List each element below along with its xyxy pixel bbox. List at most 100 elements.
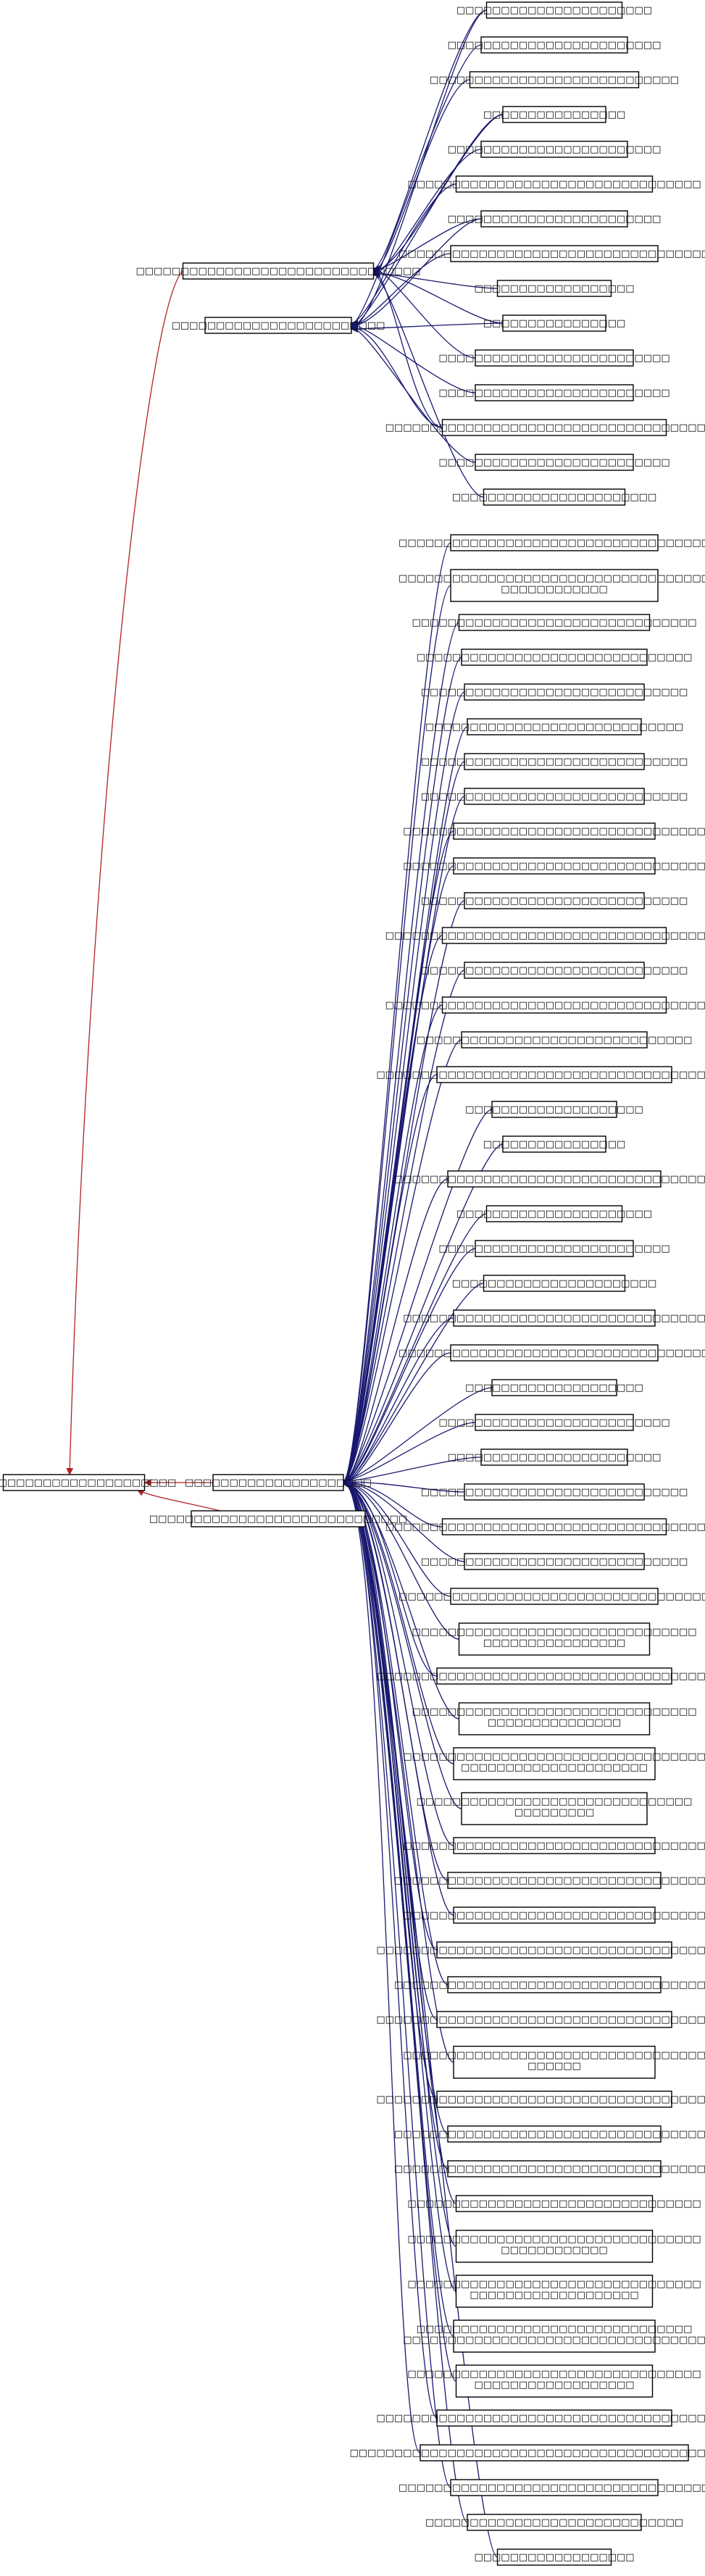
- node-upper-leaf[interactable]: □□□□□□□□□□□□□□□□□□□□□□□□: [448, 36, 662, 54]
- node-upper-leaf[interactable]: □□□□□□□□□□□□□□□□□□□□□□□: [452, 488, 657, 506]
- node-upper-leaf[interactable]: □□□□□□□□□□□□□□□□□□: [474, 280, 635, 297]
- edge-lower-member: [343, 1074, 438, 1485]
- node-lower-leaf[interactable]: □□□□□□□□□□□□□□□□□□□□□□□□□□□□□□□□□□□□□□□□…: [412, 1702, 697, 1735]
- node-lower-leaf[interactable]: □□□□□□□□□□□□□□□□□□□□□□□□□□□□□□□□□□□□□□□□…: [412, 1622, 697, 1656]
- node-lower-leaf[interactable]: □□□□□□□□□□□□□□□□□□□□□□□□□□□□□□□□□□□□□□: [385, 927, 705, 944]
- node-lower-leaf[interactable]: □□□□□□□□□□□□□□□□□□□□□□□□□□□□□□: [421, 892, 688, 909]
- node-lower-leaf-box: [453, 857, 656, 875]
- edge-upper-member: [372, 79, 470, 275]
- node-lower-leaf-label: □□□□□□□□□□□□□□□□□□□□□□□□□□□□□□□: [417, 1035, 693, 1046]
- node-lower-leaf[interactable]: □□□□□□□□□□□□□□□□□□□□□□□□□□□□□□: [421, 1553, 688, 1570]
- node-lower-leaf[interactable]: □□□□□□□□□□□□□□□□□□: [474, 2548, 635, 2566]
- node-sibling[interactable]: □□□□□□□□□□□□□□□□□□□□□□□□□□□□□: [149, 1510, 407, 1527]
- node-lower-leaf[interactable]: □□□□□□□□□□□□□□□□□□□□□□□□□□□□□□□□□□□□□□□□: [376, 1941, 705, 1959]
- node-upper-leaf-label: □□□□□□□□□□□□□□□□□□□□□□□: [452, 492, 657, 503]
- node-upper-leaf-box: [480, 141, 628, 158]
- node-upper-leaf[interactable]: □□□□□□□□□□□□□□□□□□□□□□□□□□: [438, 384, 670, 401]
- node-lower-leaf[interactable]: □□□□□□□□□□□□□□□□□□□□□□□□□□□□□□□□□□□: [399, 1344, 705, 1362]
- node-upper-leaf[interactable]: □□□□□□□□□□□□□□□□: [483, 314, 626, 332]
- node-lower-leaf[interactable]: □□□□□□□□□□□□□□□□□□□□□□□: [452, 1275, 657, 1292]
- node-lower-leaf[interactable]: □□□□□□□□□□□□□□□□□□□□□□□□□□□□□□: [421, 1483, 688, 1501]
- node-lower-leaf[interactable]: □□□□□□□□□□□□□□□□□□□□□□□□□□□□□□□□□□□□□□□□…: [349, 2444, 705, 2462]
- node-lower-leaf[interactable]: □□□□□□□□□□□□□□□□□□□□□□: [456, 1205, 652, 1222]
- node-lower-leaf[interactable]: □□□□□□□□□□□□□□□□□□□□□□□□□□□□□□: [421, 753, 688, 770]
- node-upper-leaf[interactable]: □□□□□□□□□□□□□□□□□□□□□□□□: [448, 210, 662, 228]
- node-hub[interactable]: □□□□□□□□□□□□□□□□□□□□□: [185, 1474, 372, 1491]
- node-upper-leaf[interactable]: □□□□□□□□□□□□□□□□□□□□□□□□□□□□□□□□□□□: [399, 245, 705, 262]
- node-lower-leaf-label: □□□□□□□□□□□□□□□□□□□□□□□□: [448, 1452, 662, 1463]
- node-lower-leaf[interactable]: □□□□□□□□□□□□□□□□□□□□□□□□□□□□□□□□□□□□□□: [385, 996, 705, 1014]
- node-upper-leaf[interactable]: □□□□□□□□□□□□□□□□□□□□□□□□□□□□: [430, 71, 679, 88]
- node-lower-leaf[interactable]: □□□□□□□□□□□□□□□□□□□□□□□□□□: [438, 1240, 670, 1257]
- node-lower-leaf[interactable]: □□□□□□□□□□□□□□□□□□□□□□□□□□□□□□□□□□□□□□□□…: [403, 2319, 705, 2353]
- node-hub-label: □□□□□□□□□□□□□□□□□□□□□: [185, 1477, 372, 1488]
- node-lower-leaf[interactable]: □□□□□□□□□□□□□□□□□□□□□□□□□□□□□□□□□□□□: [394, 1872, 705, 1889]
- edge-lower-member: [343, 1477, 454, 1916]
- node-root[interactable]: □□□□□□□□□□□□□□□□□□□□□□□: [0, 1474, 176, 1491]
- node-lower-leaf[interactable]: □□□□□□□□□□□□□□□□□□□□□□□□□□□□□□□□□□□□□□□□…: [407, 2275, 701, 2308]
- node-lower-leaf[interactable]: □□□□□□□□□□□□□□□□□□□□□□□□□□: [438, 1414, 670, 1431]
- node-lower-leaf[interactable]: □□□□□□□□□□□□□□□□□□□□□□□□□□□□□□□□□□□□: [394, 2160, 705, 2177]
- node-upper-leaf[interactable]: □□□□□□□□□□□□□□□□□□□□□□□□□□: [438, 349, 670, 367]
- edge-lower-member: [343, 1317, 454, 1488]
- node-lower-leaf[interactable]: □□□□□□□□□□□□□□□□□□□□□□□□□□□□□□□□□□□□□□□□…: [399, 569, 705, 602]
- node-upper-leaf[interactable]: □□□□□□□□□□□□□□□□□□□□□□: [456, 1, 652, 19]
- node-lower-leaf[interactable]: □□□□□□□□□□□□□□□□□□□□□□□□□□□□□□□□□□□□□□□□: [376, 1667, 705, 1685]
- edge-lower-member: [343, 1248, 476, 1487]
- node-upper-leaf[interactable]: □□□□□□□□□□□□□□□□□□□□□□□□□□: [438, 454, 670, 471]
- node-lower-leaf[interactable]: □□□□□□□□□□□□□□□□□□□□□□□□□□□□□□□□□□: [403, 1906, 705, 1924]
- node-lower-leaf[interactable]: □□□□□□□□□□□□□□□□□□□□□□□□□□□□□□□□□□□□□□□□: [376, 1066, 705, 1083]
- node-upper-leaf-box: [496, 280, 612, 297]
- node-lower-leaf[interactable]: □□□□□□□□□□□□□□□□□□□□□□□□□□□□□□□□□□□□□□□□: [376, 2011, 705, 2028]
- node-lower-leaf[interactable]: □□□□□□□□□□□□□□□□□□□□□□□□□□□□□□□: [417, 1031, 693, 1049]
- node-lower-leaf[interactable]: □□□□□□□□□□□□□□□□: [483, 1135, 626, 1153]
- node-lower-leaf[interactable]: □□□□□□□□□□□□□□□□□□□□□□□□□□□□□□: [421, 788, 688, 805]
- node-lower-leaf[interactable]: □□□□□□□□□□□□□□□□□□□□□□□□□□□□□□□□□□□□□□□□…: [403, 1747, 705, 1780]
- node-lower-leaf[interactable]: □□□□□□□□□□□□□□□□□□□□□□□□□□□□□□□□□□□□: [394, 2125, 705, 2143]
- node-upper-leaf-label: □□□□□□□□□□□□□□□□□□: [474, 283, 634, 294]
- node-lower-leaf[interactable]: □□□□□□□□□□□□□□□□□□□□□□□□□□□□□: [425, 2514, 683, 2531]
- node-mid-parent-a[interactable]: □□□□□□□□□□□□□□□□□□□□□□□□□□□□□□□□: [135, 262, 421, 280]
- node-lower-leaf[interactable]: □□□□□□□□□□□□□□□□□□□□□□□□□□□□□: [425, 718, 683, 735]
- node-lower-leaf[interactable]: □□□□□□□□□□□□□□□□□□□□□□□□: [448, 1449, 662, 1466]
- node-upper-leaf[interactable]: □□□□□□□□□□□□□□□□□□□□□□□□□□□□□□□□□□□□□□: [385, 419, 705, 436]
- node-lower-leaf[interactable]: □□□□□□□□□□□□□□□□□□□□□□□□□□□□□□□□□: [407, 2195, 701, 2212]
- node-upper-leaf[interactable]: □□□□□□□□□□□□□□□□: [483, 106, 626, 123]
- node-lower-leaf[interactable]: □□□□□□□□□□□□□□□□□□□□□□□□□□□□□□□□□□□□□□□□: [376, 2409, 705, 2427]
- node-upper-leaf-box: [475, 384, 634, 401]
- node-lower-leaf[interactable]: □□□□□□□□□□□□□□□□□□□□□□□□□□□□□□□□□□□□□□□□: [417, 1792, 693, 1825]
- node-lower-leaf[interactable]: □□□□□□□□□□□□□□□□□□□□□□□□□□□□□□□□□□□□□□□□: [376, 2091, 705, 2108]
- node-lower-leaf[interactable]: □□□□□□□□□□□□□□□□□□□□□□□□□□□□□□□□□□□□: [394, 1170, 705, 1188]
- node-lower-leaf[interactable]: □□□□□□□□□□□□□□□□□□□□□□□□□□□□□□□: [417, 649, 693, 666]
- node-mid-parent-b-label: □□□□□□□□□□□□□□□□□□□□□□□□: [172, 320, 385, 331]
- node-lower-leaf[interactable]: □□□□□□□□□□□□□□□□□□□□□□□□□□□□□□: [421, 962, 688, 979]
- node-lower-leaf[interactable]: □□□□□□□□□□□□□□□□□□□□□□□□□□□□□□□□□□: [403, 1837, 705, 1854]
- node-lower-leaf[interactable]: □□□□□□□□□□□□□□□□□□□□□□□□□□□□□□□□□□□□□□□□: [403, 2046, 705, 2079]
- node-lower-leaf-label: □□□□□□□□□□□□□□□□□□□□: [465, 1104, 643, 1115]
- node-upper-leaf[interactable]: □□□□□□□□□□□□□□□□□□□□□□□□□□□□□□□□□: [407, 175, 701, 193]
- node-lower-leaf[interactable]: □□□□□□□□□□□□□□□□□□□□□□□□□□□□□□□□□□□□□□□□…: [407, 2364, 701, 2398]
- node-lower-leaf-box: [441, 927, 667, 944]
- node-lower-leaf[interactable]: □□□□□□□□□□□□□□□□□□□□□□□□□□□□□□□□□□□□□□: [385, 1518, 705, 1535]
- node-lower-leaf[interactable]: □□□□□□□□□□□□□□□□□□□□□□□□□□□□□□□□□□□□□□□□…: [407, 2230, 701, 2263]
- node-lower-leaf-label: □□□□□□□□□□□□□□□□□□□□□□□□□□□□□□□□□□□□□□□□: [376, 2413, 705, 2424]
- edge-lower-member: [343, 1477, 457, 2292]
- node-hub-box: [212, 1474, 344, 1491]
- node-upper-leaf-box: [475, 454, 634, 471]
- node-lower-leaf[interactable]: □□□□□□□□□□□□□□□□□□□□□□□□□□□□□□□□□□: [403, 857, 705, 875]
- node-lower-leaf[interactable]: □□□□□□□□□□□□□□□□□□□□□□□□□□□□□□: [421, 683, 688, 701]
- node-lower-leaf[interactable]: □□□□□□□□□□□□□□□□□□□□: [465, 1379, 643, 1396]
- node-lower-leaf[interactable]: □□□□□□□□□□□□□□□□□□□□□□□□□□□□□□□□□□: [403, 822, 705, 840]
- node-lower-leaf[interactable]: □□□□□□□□□□□□□□□□□□□□□□□□□□□□□□□□□□□: [399, 534, 705, 551]
- node-lower-leaf[interactable]: □□□□□□□□□□□□□□□□□□□□□□□□□□□□□□□□□□□: [399, 2479, 705, 2496]
- node-mid-parent-b[interactable]: □□□□□□□□□□□□□□□□□□□□□□□□: [172, 317, 385, 334]
- node-lower-leaf[interactable]: □□□□□□□□□□□□□□□□□□□□□□□□□□□□□□□□□□□□: [394, 1976, 705, 1993]
- node-upper-leaf[interactable]: □□□□□□□□□□□□□□□□□□□□□□□□: [448, 141, 662, 158]
- node-lower-leaf[interactable]: □□□□□□□□□□□□□□□□□□□□□□□□□□□□□□□□□□: [403, 1309, 705, 1327]
- node-lower-leaf[interactable]: □□□□□□□□□□□□□□□□□□□□□□□□□□□□□□□□: [412, 614, 697, 631]
- edge-upper-member: [372, 218, 482, 274]
- node-sibling-box: [191, 1510, 366, 1527]
- node-upper-leaf-label: □□□□□□□□□□□□□□□□□□□□□□□□□□□□□□□□□□□□□□: [385, 422, 705, 433]
- node-lower-leaf[interactable]: □□□□□□□□□□□□□□□□□□□□: [465, 1101, 643, 1118]
- node-lower-leaf[interactable]: □□□□□□□□□□□□□□□□□□□□□□□□□□□□□□□□□□□: [399, 1588, 705, 1605]
